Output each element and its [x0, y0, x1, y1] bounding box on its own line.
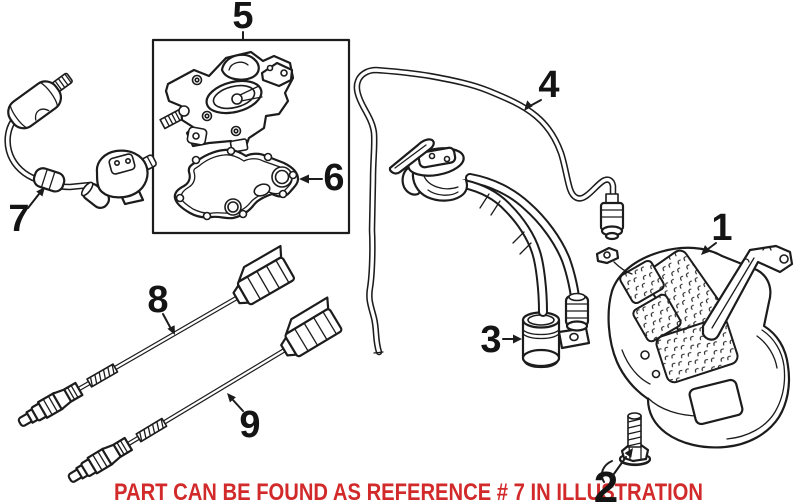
- label-6: 6: [323, 157, 344, 199]
- part-3-bracket-blade: [388, 138, 435, 175]
- part-2-bolt: [618, 412, 652, 467]
- label-5-group: 5: [232, 0, 254, 41]
- part-3-elbow: [564, 292, 590, 332]
- part-1-lower-hook: [600, 460, 613, 483]
- label-3-group: 3: [480, 319, 522, 361]
- part-9-oxygen-sensor: [67, 296, 343, 483]
- part-7-port: [80, 181, 111, 209]
- label-1-group: 1: [701, 207, 733, 255]
- part-7-sleeve: [32, 167, 66, 193]
- label-1: 1: [711, 207, 732, 249]
- part-5-pump-assembly: [159, 50, 295, 153]
- part-9-braid: [135, 417, 168, 443]
- part-1-canister: [595, 244, 794, 483]
- label-6-group: 6: [299, 157, 345, 199]
- label-7-group: 7: [8, 187, 45, 240]
- part-3-canister: [521, 311, 591, 369]
- part-3-filter-assembly: [388, 138, 591, 369]
- part-5-pump-box: [151, 38, 351, 235]
- part-8-braid: [86, 363, 119, 388]
- part-3-valve: [401, 146, 469, 202]
- label-8: 8: [147, 279, 168, 321]
- caption-text: PART CAN BE FOUND AS REFERENCE # 7 IN IL…: [114, 479, 703, 504]
- label-8-group: 8: [147, 279, 175, 335]
- part-1-bracket-arm: [701, 244, 794, 341]
- label-9-group: 9: [227, 393, 261, 446]
- label-4: 4: [538, 64, 559, 106]
- label-3: 3: [480, 319, 501, 361]
- part-7-muffler: [7, 80, 62, 130]
- part-1-left-ear: [595, 246, 633, 275]
- part-8-oxygen-sensor: [17, 244, 295, 427]
- part-4-connector: [599, 193, 625, 241]
- label-2-group: 2: [594, 448, 633, 504]
- part-9-connector: [280, 296, 343, 358]
- label-5: 5: [232, 0, 253, 37]
- part-6-gasket: [173, 146, 300, 221]
- part-1-notch: [688, 378, 744, 426]
- part-4-hose: [353, 66, 625, 356]
- gasket-bolt-holes: [175, 146, 298, 221]
- label-7: 7: [8, 198, 29, 240]
- label-2: 2: [594, 463, 618, 504]
- label-4-group: 4: [524, 64, 560, 111]
- label-9: 9: [239, 404, 260, 446]
- part-7-sensor-assembly: [4, 72, 157, 209]
- part-8-connector: [232, 244, 295, 306]
